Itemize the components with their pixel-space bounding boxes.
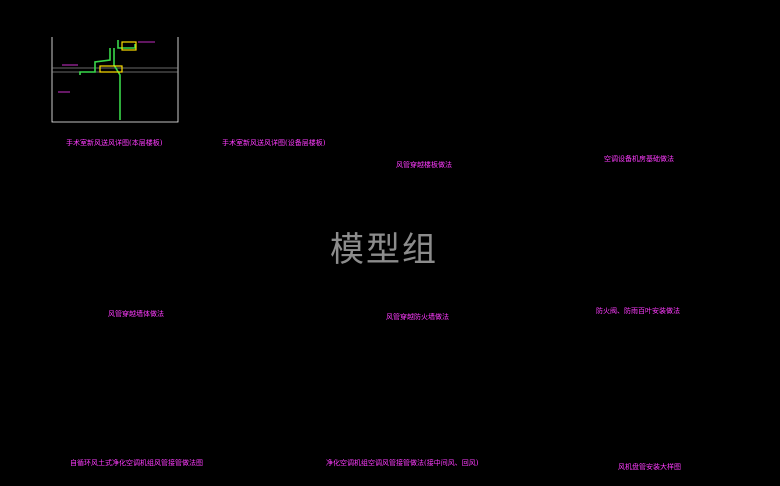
watermark: 模型组 — [330, 230, 438, 270]
caption-detail-10: 风机盘管安装大样图 — [618, 463, 681, 471]
label-base: 机房基础 — [69, 4, 134, 23]
caption-detail-9: 净化空调机组空调风管接管做法(接中间风、回风) — [326, 459, 479, 467]
caption-detail-3: 风管穿越楼板做法 — [396, 161, 452, 169]
caption-detail-6: 风管穿越防火墙做法 — [386, 313, 449, 321]
label-floor: 楼 板 — [138, 4, 176, 23]
caption-detail-8: 自循环风土式净化空调机组风管接管做法图 — [70, 459, 203, 467]
caption-detail-4: 空调设备机房基础做法 — [604, 155, 674, 163]
caption-detail-7: 防火阀、防雨百叶安装做法 — [596, 307, 680, 315]
caption-detail-1: 手术室新风送风详图(本层楼板) — [66, 139, 163, 147]
caption-detail-2: 手术室新风送风详图(设备层楼板) — [222, 139, 326, 147]
label-dim-150b: 150 — [216, 4, 247, 23]
label-dim-150a: 150 — [180, 4, 211, 23]
detail-1 — [51, 37, 179, 123]
label-equip: 空调设备 — [0, 4, 65, 23]
caption-detail-5: 风管穿越墙体做法 — [108, 310, 164, 318]
